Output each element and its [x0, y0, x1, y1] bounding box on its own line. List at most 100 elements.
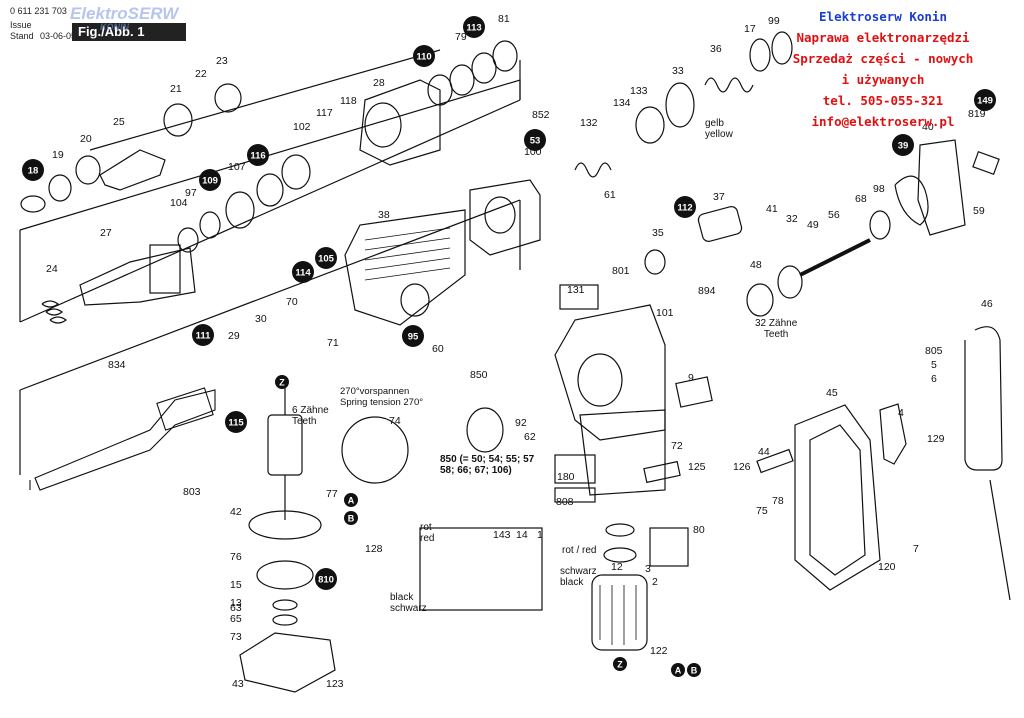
part-number-35: 35 — [652, 227, 664, 239]
shaft-834 — [29, 387, 216, 491]
part-180 — [554, 454, 596, 484]
svg-text:Z: Z — [279, 378, 285, 388]
part-number-19: 19 — [52, 149, 64, 161]
gear-33 — [665, 82, 695, 128]
note-rot-red: rot red — [420, 522, 435, 544]
bevel-gear-15 — [256, 560, 314, 590]
svg-text:112: 112 — [677, 203, 692, 214]
part-number-77: 77 — [326, 488, 338, 500]
part-number-74: 74 — [389, 415, 401, 427]
frame-upper-left — [19, 79, 521, 231]
part-number-40: 40 — [922, 121, 934, 133]
part-number-13: 13 — [230, 597, 242, 609]
housing-28 — [359, 79, 441, 166]
part-98 — [869, 210, 891, 240]
part-number-63: 63 — [230, 602, 242, 614]
clutch-850 — [466, 407, 504, 453]
part-23 — [214, 83, 242, 113]
note-32-teeth: 32 Zähne Teeth — [755, 318, 798, 340]
part-number-117: 117 — [316, 107, 333, 119]
shop-name: Elektroserw Konin — [819, 9, 947, 24]
part-number-834: 834 — [108, 359, 126, 371]
sleeve-25 — [99, 149, 166, 191]
callout-149: 149 — [974, 89, 996, 111]
svg-text:111: 111 — [196, 331, 212, 342]
part-number-72: 72 — [671, 440, 683, 452]
callout-114: 114 — [292, 261, 314, 283]
ring-113 — [471, 52, 497, 84]
gear-housing-801 — [554, 304, 666, 496]
callout-53: 53 — [524, 129, 546, 151]
part-number-75: 75 — [756, 505, 768, 517]
frame-line — [19, 99, 521, 323]
stand-label: Stand — [10, 31, 34, 41]
doc-number: 0 611 231 703 — [10, 6, 67, 16]
part-number-60: 60 — [432, 343, 444, 355]
svg-text:110: 110 — [416, 52, 431, 63]
part-number-125: 125 — [688, 461, 706, 473]
marker-b-1: B — [687, 663, 701, 677]
note-six-teeth: 6 Zähne Teeth — [292, 405, 329, 427]
part-133 — [635, 106, 665, 144]
note-850: 850 (= 50; 54; 55; 57 58; 66; 67; 106) — [440, 454, 535, 476]
part-number-118: 118 — [340, 95, 357, 107]
part-number-73: 73 — [230, 631, 242, 643]
note-spring-tension: 270°vorspannen Spring tension 270° — [340, 386, 424, 408]
ring-143 — [605, 523, 635, 537]
part-number-45: 45 — [826, 387, 838, 399]
callout-105: 105 — [315, 247, 337, 269]
callout-116: 116 — [247, 144, 269, 166]
stator — [591, 574, 648, 651]
part-number-41: 41 — [766, 203, 778, 215]
callout-109: 109 — [199, 169, 221, 191]
spring-36 — [704, 77, 754, 93]
part-number-61: 61 — [604, 189, 616, 201]
shop-info: Elektroserw Konin Naprawa elektronarzędz… — [788, 6, 978, 132]
part-number-12: 12 — [611, 561, 623, 573]
part-number-1: 1 — [537, 529, 543, 541]
part-808 — [554, 487, 596, 503]
part-number-71: 71 — [327, 337, 339, 349]
part-number-9: 9 — [688, 372, 694, 384]
gear-48 — [746, 283, 774, 317]
shop-line1: Naprawa elektronarzędzi — [796, 30, 970, 45]
callout-810: 810 — [315, 568, 337, 590]
svg-text:115: 115 — [228, 418, 244, 429]
note-black-schwarz: black schwarz — [390, 592, 427, 614]
part-number-123: 123 — [326, 678, 344, 690]
part-number-819: 819 — [968, 108, 986, 120]
part-49 — [777, 265, 803, 299]
part-number-97: 97 — [185, 187, 197, 199]
issue-label: Issue — [10, 20, 32, 30]
part-number-70: 70 — [286, 296, 298, 308]
part-number-38: 38 — [378, 209, 390, 221]
part-59 — [972, 150, 1000, 176]
svg-text:B: B — [348, 514, 355, 524]
part-number-4: 4 — [898, 407, 904, 419]
watermark-logo: ElektroSERW — [70, 4, 179, 23]
part-number-25: 25 — [113, 116, 125, 128]
part-number-126: 126 — [733, 461, 751, 473]
part-number-2: 2 — [652, 576, 658, 588]
part-number-808: 808 — [556, 496, 574, 508]
part-number-37: 37 — [713, 191, 725, 203]
frame-line — [89, 49, 441, 151]
part-number-850: 850 — [470, 369, 488, 381]
ring-97 — [177, 227, 199, 253]
ring-81 — [492, 40, 518, 72]
part-number-17: 17 — [744, 23, 756, 35]
marker-b-0: B — [344, 511, 358, 525]
svg-text:105: 105 — [318, 254, 335, 265]
figure-label: Fig./Abb. 1 — [72, 23, 186, 41]
svg-text:113: 113 — [466, 23, 481, 34]
part-number-6: 6 — [931, 373, 937, 385]
gasket-39 — [894, 175, 929, 226]
part-number-24: 24 — [46, 263, 58, 275]
armature — [248, 385, 322, 626]
cable — [989, 479, 1011, 601]
part-number-5: 5 — [931, 359, 937, 371]
svg-text:B: B — [691, 666, 698, 676]
part-number-102: 102 — [293, 121, 311, 133]
part-number-76: 76 — [230, 551, 242, 563]
